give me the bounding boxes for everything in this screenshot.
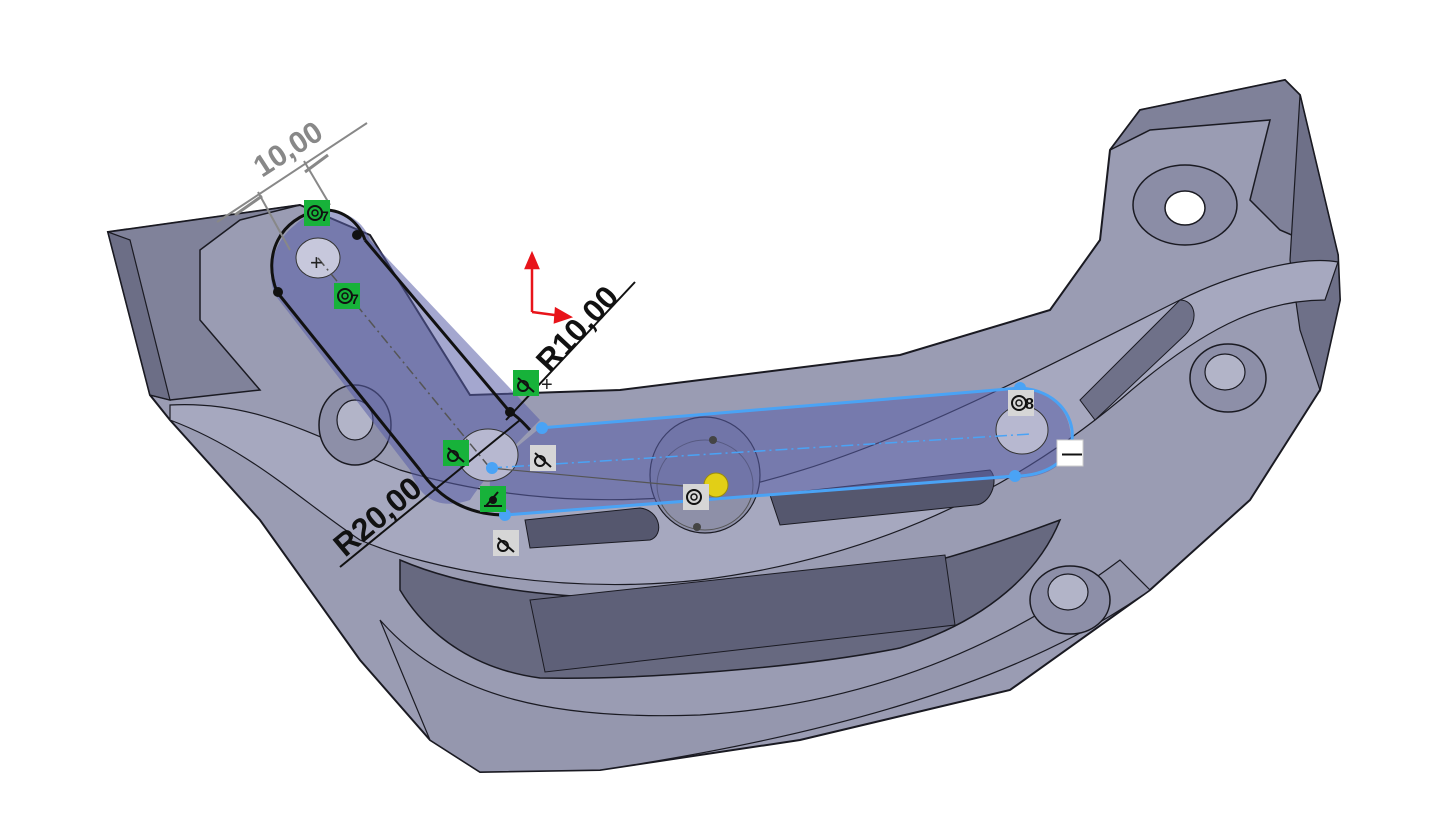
tangent-relation-icon [447, 447, 465, 463]
center-mark-icon: + [310, 250, 323, 275]
svg-text:7: 7 [351, 291, 359, 307]
right-boss-lower[interactable] [1029, 565, 1111, 635]
sketch-point[interactable] [273, 287, 283, 297]
radius-dimension-small[interactable] [505, 281, 636, 421]
concentric-relation-icon [307, 205, 323, 221]
relation-badge-concentric[interactable]: 7 [304, 200, 330, 226]
dimension-value-radius-small[interactable]: R10,00 [529, 279, 626, 379]
sketch-point[interactable] [486, 462, 498, 474]
svg-text:8: 8 [1025, 396, 1034, 413]
relation-badge-tangent[interactable] [493, 530, 519, 556]
radius-dimension-large[interactable] [339, 419, 521, 568]
coordinate-triad-icon [524, 250, 574, 324]
svg-text:7: 7 [321, 208, 329, 224]
relation-badge-concentric[interactable] [683, 484, 709, 510]
upper-right-slot[interactable] [1079, 299, 1195, 421]
sketch-point[interactable] [1009, 470, 1021, 482]
sketch-point[interactable] [693, 523, 701, 531]
tangent-relation-icon [517, 377, 535, 393]
relation-badge-coincident[interactable] [480, 486, 506, 512]
relation-badge-tangent[interactable] [513, 370, 539, 396]
concentric-relation-icon [686, 489, 702, 505]
concentric-relation-icon [1011, 395, 1027, 411]
lower-slot-centerline[interactable] [489, 433, 1031, 469]
center-mark-icon: + [541, 374, 553, 396]
bottom-lip[interactable] [379, 559, 1151, 773]
top-right-hole[interactable] [1132, 164, 1238, 246]
tangent-relation-icon [497, 537, 515, 553]
lower-pocket-floor[interactable] [529, 554, 956, 673]
coincident-relation-icon [484, 491, 502, 507]
right-wall-inner[interactable] [1289, 94, 1341, 393]
sketch-point[interactable] [709, 436, 717, 444]
tangent-relation-icon [534, 452, 552, 468]
sketch-point[interactable] [352, 230, 362, 240]
relation-badge-tangent[interactable] [530, 445, 556, 471]
relation-badge-concentric[interactable]: 7 [334, 283, 360, 309]
left-wall-inner[interactable] [107, 231, 171, 401]
dimension-value-linear[interactable]: 10,00 [248, 115, 329, 184]
upper-slot-sketch[interactable] [270, 208, 532, 517]
relation-badge-horizontal[interactable]: — [1056, 439, 1084, 467]
sketch-points[interactable]: + + [273, 230, 1026, 531]
linear-dimension[interactable] [216, 122, 368, 251]
left-slot[interactable] [524, 507, 660, 549]
center-construction-line[interactable] [489, 467, 706, 489]
sketch-point[interactable] [536, 422, 548, 434]
concentric-relation-icon [337, 288, 353, 304]
right-boss-upper[interactable] [1189, 343, 1267, 413]
relation-badge-tangent[interactable] [443, 440, 469, 466]
relation-badge-concentric[interactable]: 8 [1008, 390, 1034, 416]
horizontal-relation-icon: — [1062, 443, 1082, 465]
